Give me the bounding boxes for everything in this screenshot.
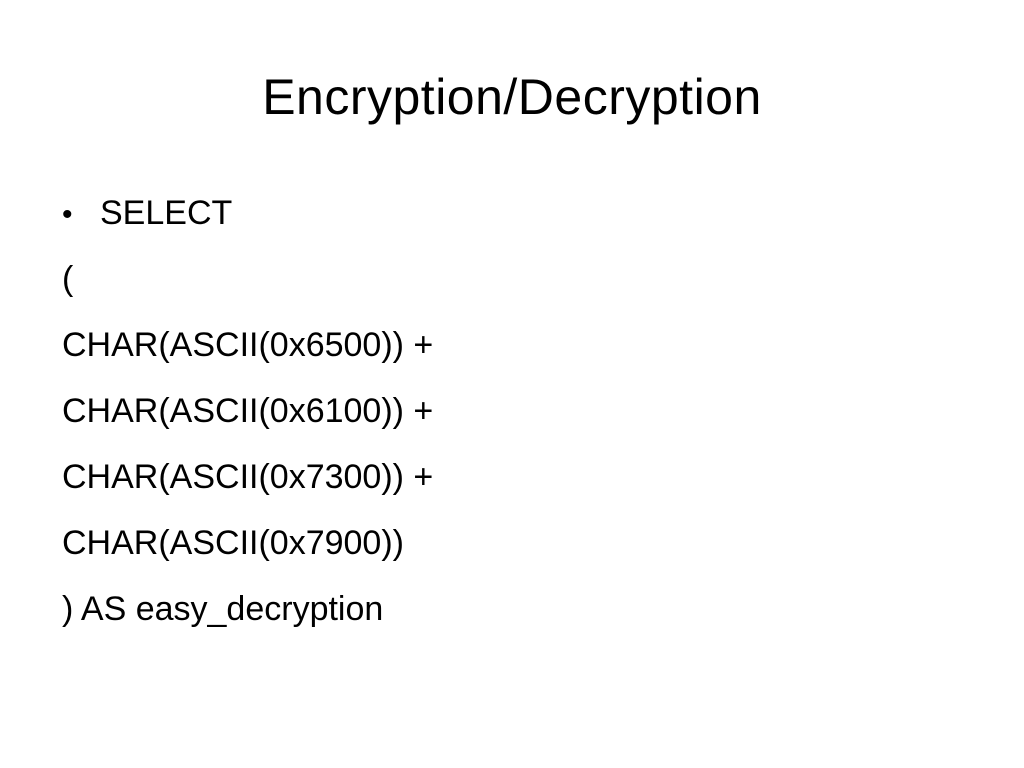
code-line-open-paren: ( [62,254,962,320]
slide-body: • SELECT ( CHAR(ASCII(0x6500)) + CHAR(AS… [62,188,962,650]
code-line: CHAR(ASCII(0x7900)) [62,524,404,562]
bullet-icon: • [62,198,73,231]
code-line: SELECT [100,194,233,232]
code-line: CHAR(ASCII(0x6500)) + [62,326,434,364]
code-line-char-7900: CHAR(ASCII(0x7900)) [62,518,962,584]
code-line-char-7300: CHAR(ASCII(0x7300)) + [62,452,962,518]
code-line-char-6100: CHAR(ASCII(0x6100)) + [62,386,962,452]
bullet-line-select: • SELECT [62,188,962,254]
slide-title: Encryption/Decryption [262,69,762,125]
code-line: CHAR(ASCII(0x6100)) + [62,392,434,430]
code-line: ) AS easy_decryption [62,590,384,628]
code-line: CHAR(ASCII(0x7300)) + [62,458,434,496]
code-line: ( [62,260,74,298]
code-line-char-6500: CHAR(ASCII(0x6500)) + [62,320,962,386]
code-line-alias: ) AS easy_decryption [62,584,962,650]
